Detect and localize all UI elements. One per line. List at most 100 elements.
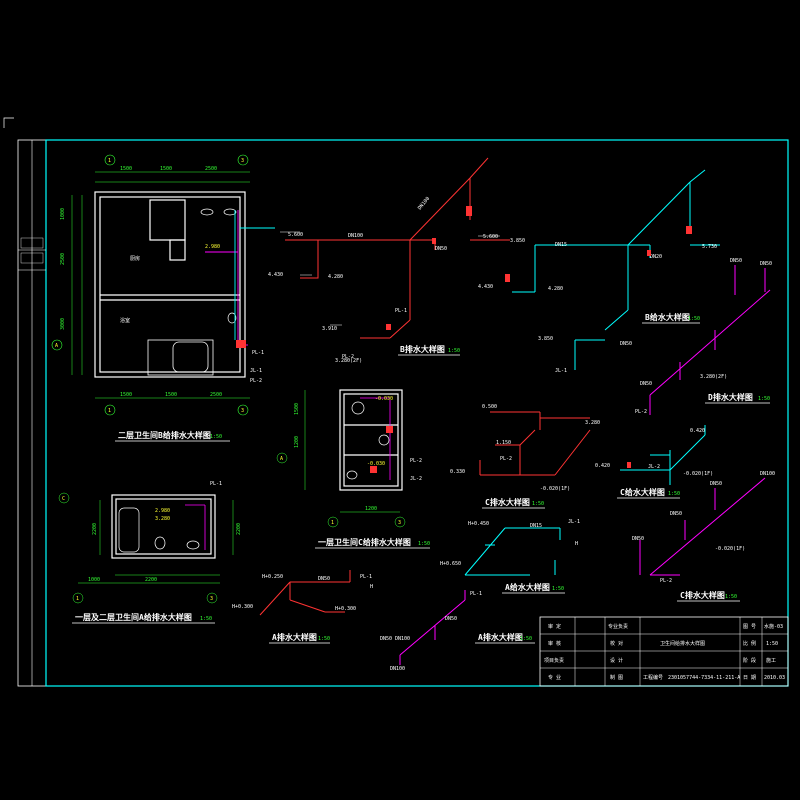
- planc-el-bot: -0.030: [367, 461, 385, 467]
- tb-row1: 审 定: [548, 623, 561, 630]
- iso-c-drain: 0.500 1.150 0.330 3.280 -0.020(1F) PL-2 …: [450, 404, 600, 509]
- cdr-scale: 1:50: [725, 594, 737, 600]
- ad2-scale: 1:50: [520, 636, 532, 642]
- as-jl1: JL-1: [568, 519, 580, 525]
- bs-title: B给水大样图: [645, 312, 690, 322]
- cd-title: C排水大样图: [485, 497, 530, 507]
- cdr-dn100: DN100: [760, 471, 775, 477]
- ad2-dn50b: DN50: [445, 616, 457, 622]
- tb-col2-r1: 专业负责: [608, 623, 628, 630]
- bs-el-5730: 5.730: [702, 244, 717, 250]
- tb-row4: 专 业: [548, 674, 561, 681]
- bd-el-5600: 5.600: [288, 232, 303, 238]
- plan12-dim-left: 2200: [92, 523, 98, 535]
- iso-c-drain-right: DN100 DN50 DN50 DN50 -0.020(1F) PL-2 C排水…: [632, 471, 775, 602]
- tb-row2: 审 核: [548, 640, 561, 647]
- dd-dn50-b: DN50: [760, 261, 772, 267]
- bd-title: B排水大样图: [400, 344, 445, 354]
- binding-strip-labels: [20, 237, 44, 264]
- cd-el-0500: 0.500: [482, 404, 497, 410]
- planc-grid-a: A: [280, 456, 283, 462]
- cdr-dn50b: DN50: [670, 511, 682, 517]
- bs-el-3850b: 3.850: [538, 336, 553, 342]
- plan2-jl1: JL-1: [250, 368, 262, 374]
- plan2-pl1: PL-1: [252, 350, 264, 356]
- cd-el-neg020: -0.020(1F): [540, 486, 570, 492]
- tb-r-val4: 2010.03: [764, 675, 785, 681]
- iso-a-supply: H+0.450 H+0.650 DN15 JL-1 H A给水大样图 1:50: [440, 519, 580, 594]
- planc-grid-1: 1: [331, 520, 334, 526]
- planc-title: 一层卫生间C给排水大样图: [318, 537, 411, 547]
- planc-pl2: PL-2: [410, 458, 422, 464]
- title-block: 审 定 审 核 项目负责 专 业 专业负责 校 对 设 计 制 图 卫生间给排水…: [539, 616, 789, 687]
- cd-el-1150: 1.150: [496, 440, 511, 446]
- iso-a-drain: H+0.250 H+0.300 H+0.300 DN50 PL-1 H A排水大…: [232, 570, 373, 644]
- plan12-grid-c: C: [62, 496, 65, 502]
- cs-el-0420b: 0.420: [690, 428, 705, 434]
- plan12-el2: 3.280: [155, 516, 170, 522]
- bd-pl2: PL-2: [342, 354, 354, 360]
- cd-pl2: PL-2: [500, 456, 512, 462]
- bd-el-3910: 3.910: [322, 326, 337, 332]
- bs-el-4280: 4.280: [548, 286, 563, 292]
- grid-bubble-3-top: 3: [241, 158, 244, 164]
- as-scale: 1:50: [552, 586, 564, 592]
- tb-proj-no-label: 工程编号: [643, 674, 663, 681]
- bd-dn100: DN100: [348, 233, 363, 239]
- planc-jl2: JL-2: [410, 476, 422, 482]
- tb-drawing-name: 卫生间给排水大样图: [660, 640, 705, 647]
- tb-r-label4: 日 期: [743, 675, 756, 681]
- dd-pl2: PL-2: [635, 409, 647, 415]
- ad-dn50: DN50: [318, 576, 330, 582]
- bs-jl1: JL-1: [555, 368, 567, 374]
- plan2-title: 二层卫生间B给排水大样图: [118, 430, 211, 440]
- as-el-h0650: H+0.650: [440, 561, 461, 567]
- ad-h: H: [370, 584, 373, 590]
- bs-el-4430: 4.430: [478, 284, 493, 290]
- ad2-pl1: PL-1: [470, 591, 482, 597]
- ad2-title: A排水大样图: [478, 632, 523, 642]
- dd-scale: 1:50: [758, 396, 770, 402]
- ad-pl1: PL-1: [360, 574, 372, 580]
- dd-dn50-d: DN50: [640, 381, 652, 387]
- plan12-title: 一层及二层卫生间A给排水大样图: [75, 612, 192, 622]
- ad2-dn100: DN100: [395, 636, 410, 642]
- bd-pl1: PL-1: [395, 308, 407, 314]
- tb-row3: 项目负责: [544, 657, 564, 664]
- dim-top-2: 1500: [160, 166, 172, 172]
- plan12-dim-1000: 1000: [88, 577, 100, 583]
- as-el-h0450: H+0.450: [468, 521, 489, 527]
- dd-dn50-c: DN50: [620, 341, 632, 347]
- plan-first-second-floor-a: C 1 3 1000 2200 2200 2200 PL-1 2.980 3.2…: [58, 481, 242, 624]
- cdr-el: -0.020(1F): [715, 546, 745, 552]
- plan12-scale: 1:50: [200, 616, 212, 622]
- plan2-room-kitchen: 厨房: [130, 255, 140, 262]
- grid-bubble-a: A: [55, 343, 58, 349]
- cs-jl2: JL-2: [648, 464, 660, 470]
- ad-title: A排水大样图: [272, 632, 317, 642]
- bs-dn20: DN20: [650, 254, 662, 260]
- grid-bubble-1-top: 1: [108, 158, 111, 164]
- plan2-elevation: 2.980: [205, 244, 220, 250]
- planc-dim-3: 1200: [365, 506, 377, 512]
- dd-title: D排水大样图: [708, 392, 753, 402]
- tb-col2-r3: 设 计: [610, 657, 623, 664]
- dd-el: 3.280(2F): [700, 374, 727, 380]
- dd-dn50-a: DN50: [730, 258, 742, 264]
- dim-top-3: 2500: [205, 166, 217, 172]
- iso-b-supply: 3.850 4.430 4.280 5.730 3.850 DN15 DN20 …: [478, 169, 720, 374]
- iso-c-supply: 0.420 0.420 -0.020(1F) JL-2 C给水大样图 1:50: [595, 425, 713, 499]
- plan-second-floor: 1500 1500 2500 1500 1500 2500 1000 2500 …: [51, 154, 275, 442]
- plan12-pl1: PL-1: [210, 481, 222, 487]
- plan-first-floor-c: A 1 3 1500 1200 1200 -0.030 -0.030 PL-2 …: [276, 389, 430, 549]
- planc-grid-3: 3: [398, 520, 401, 526]
- iso-a-drain-2: DN50 DN100 DN50 DN100 PL-1 A排水大样图 1:50: [380, 590, 535, 672]
- ad2-dn100b: DN100: [390, 666, 405, 672]
- tb-r-val1: 水施-03: [764, 623, 783, 630]
- bs-scale: 1:50: [688, 316, 700, 322]
- ad-el-h0250: H+0.250: [262, 574, 283, 580]
- cdr-dn50c: DN50: [632, 536, 644, 542]
- plan12-dim-right: 2200: [236, 523, 242, 535]
- grid-bubble-1-bot: 1: [108, 408, 111, 414]
